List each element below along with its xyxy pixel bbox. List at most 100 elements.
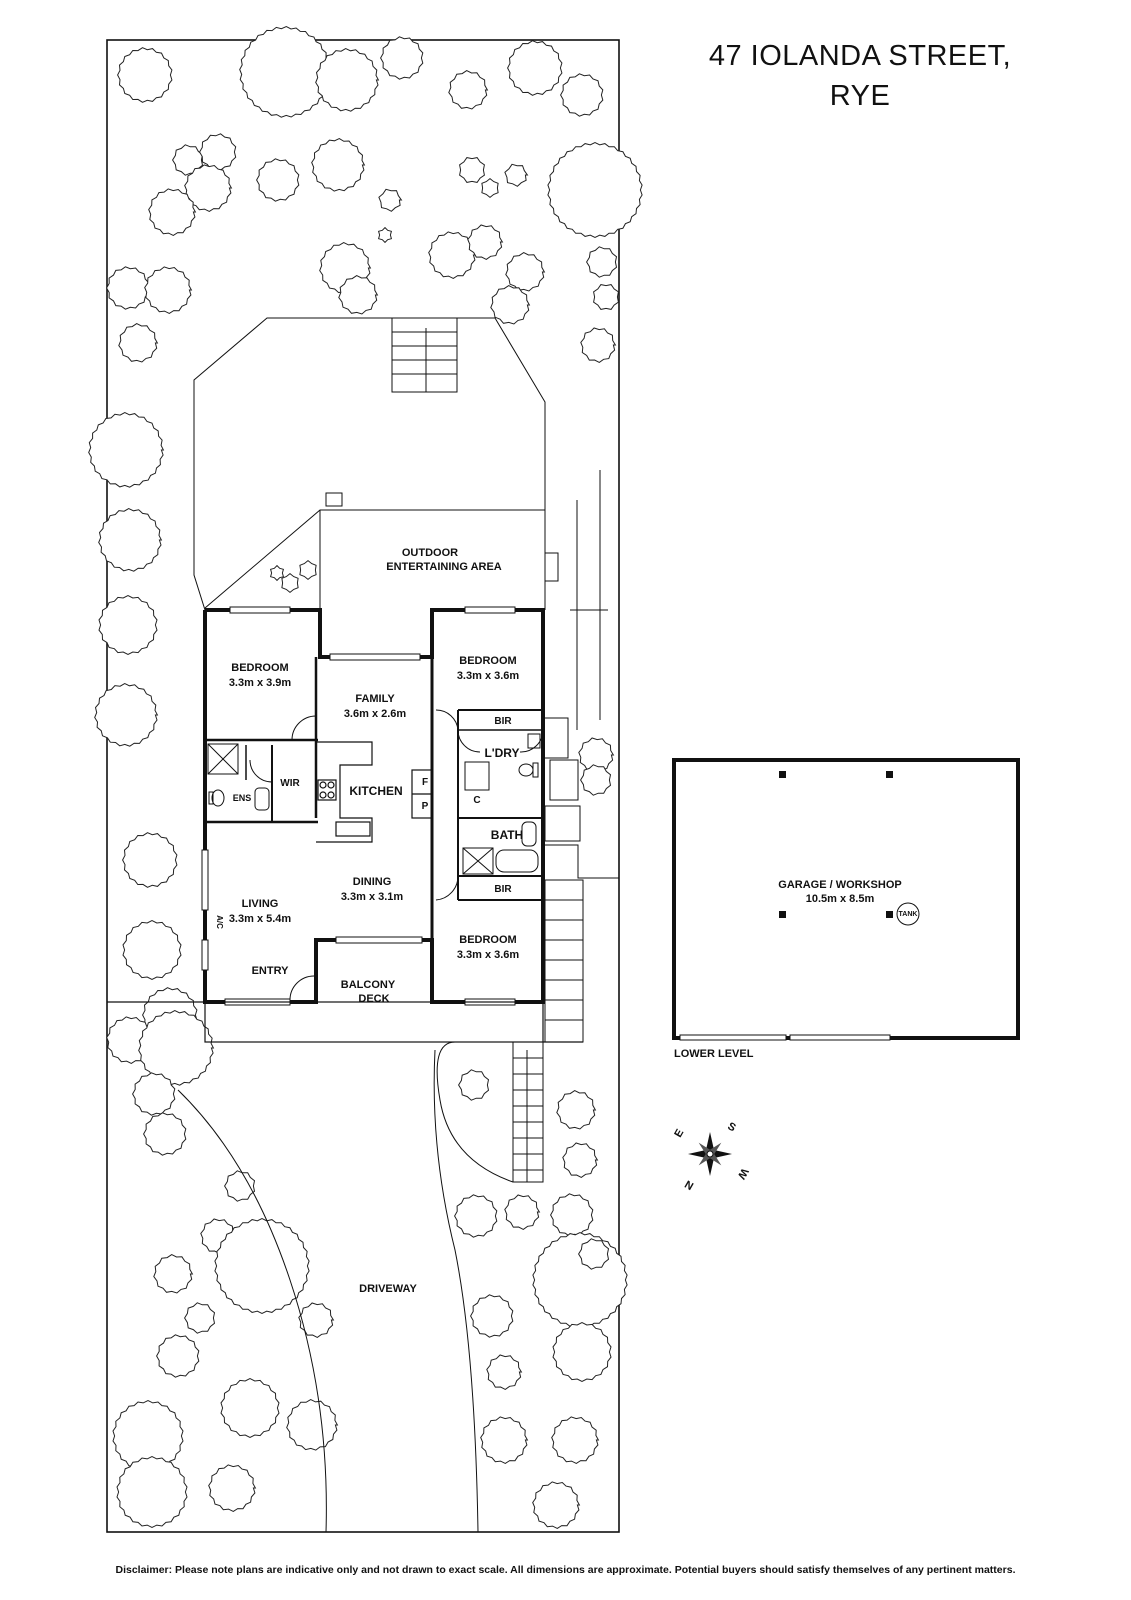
compass-rose [688,1132,732,1176]
driveway-label: DRIVEWAY [359,1283,417,1295]
tree [556,1090,597,1130]
bir1-label: BIR [494,716,512,727]
dining-name: DINING [353,876,392,888]
tree [593,284,619,310]
garage [672,758,1020,1041]
title-line-2: RYE [829,80,891,112]
tree [580,764,612,796]
tree [98,508,163,572]
site-boundary [106,39,620,1533]
outdoor-label-2: ENTERTAINING AREA [386,561,502,573]
outdoor-label-1: OUTDOOR [402,547,458,559]
compass-n: N [683,1177,696,1191]
tree [138,1010,215,1086]
upper-steps [391,317,458,393]
tree [454,1194,498,1238]
balcony-label-2: DECK [358,993,389,1005]
tree [199,133,237,171]
garage-name: GARAGE / WORKSHOP [778,879,901,891]
tree [504,163,529,187]
tree [94,683,159,747]
dining-size: 3.3m x 3.1m [341,891,404,903]
tree [98,595,158,655]
tree [220,1378,280,1438]
tree [580,327,617,363]
bedroom3-size: 3.3m x 3.6m [457,949,520,961]
room-labels: OUTDOOR ENTERTAINING AREA BEDROOM 3.3m x… [215,547,917,1295]
tree [116,1456,188,1528]
tank-label: TANK [899,911,918,918]
tree [458,1069,490,1101]
tree [224,1170,256,1202]
tree [148,188,197,236]
fridge-label: F [422,777,428,788]
bedroom1-size: 3.3m x 3.9m [229,677,292,689]
compass-e: E [672,1127,686,1139]
tree [380,36,424,80]
kitchen-label: KITCHEN [349,784,402,798]
tree [338,275,379,315]
side-path [570,470,608,730]
tree [118,323,159,363]
tree [505,252,546,292]
side-stairs [542,717,619,1043]
family-size: 3.6m x 2.6m [344,708,407,720]
compass-s: S [725,1120,737,1134]
laundry-label: L'DRY [484,746,519,760]
ac-label: A/C [215,915,224,929]
bedroom3-name: BEDROOM [459,934,516,946]
front-steps [436,1041,544,1183]
bedroom1-name: BEDROOM [231,662,288,674]
wir-label: WIR [280,778,300,789]
tree [156,1334,200,1378]
tree [88,412,165,488]
tree [578,1238,610,1270]
tree [428,231,477,279]
tree [153,1254,194,1294]
bath-label: BATH [491,828,523,842]
tree [315,48,380,112]
tree [298,1302,335,1338]
tree [208,1464,257,1512]
outdoor-deck-outline [193,317,546,611]
tree [378,188,403,212]
tree [299,559,317,581]
tree [481,177,499,199]
tree [214,1218,310,1314]
bedroom2-size: 3.3m x 3.6m [457,670,520,682]
tree [269,564,285,582]
tree [256,158,300,202]
bedroom2-name: BEDROOM [459,655,516,667]
tree [117,47,173,103]
ens-label: ENS [233,793,252,803]
tree [144,266,193,314]
tree [586,246,618,278]
disclaimer: Disclaimer: Please note plans are indica… [115,1564,1016,1576]
tree [480,1416,529,1464]
kitchen-bench [316,741,433,843]
tree [459,157,485,183]
door-swings [249,709,544,1001]
tree [560,73,604,117]
bathroom-fixtures [462,733,541,875]
tree [377,226,393,244]
bir2-label: BIR [494,884,512,895]
tree [504,1194,541,1230]
trees [88,26,643,1529]
compass-w: W [734,1166,750,1182]
garage-size: 10.5m x 8.5m [806,893,875,905]
tree [507,40,563,96]
tree [286,1399,339,1451]
tree [132,1072,176,1116]
tree [311,138,366,192]
cupboard-label: C [473,795,480,806]
tree [551,1416,600,1464]
living-name: LIVING [242,898,279,910]
tree [122,832,178,888]
pantry-label: P [422,801,429,812]
tree [532,1481,581,1529]
tree [547,142,643,238]
tree [550,1193,594,1237]
front-balcony [107,1001,583,1043]
